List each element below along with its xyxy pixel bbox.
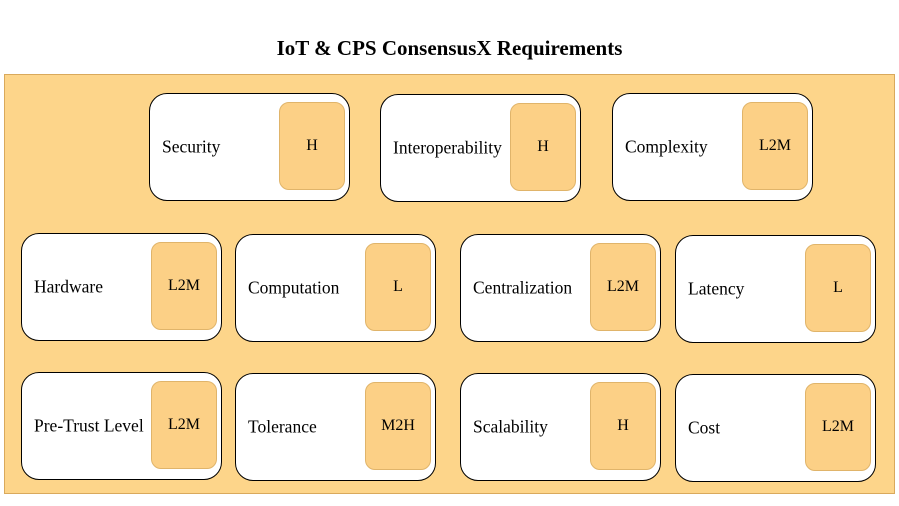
- requirement-label: Interoperability: [393, 137, 502, 158]
- requirement-label: Complexity: [625, 136, 708, 157]
- requirement-label: Tolerance: [248, 416, 317, 437]
- requirement-card-cost: Cost L2M: [675, 374, 876, 482]
- requirement-level-badge: L2M: [742, 102, 808, 190]
- requirement-level-badge: H: [590, 382, 656, 470]
- requirement-level-badge: M2H: [365, 382, 431, 470]
- requirement-level-badge: L2M: [151, 242, 217, 330]
- requirement-label: Cost: [688, 417, 721, 438]
- requirement-level-badge: H: [510, 103, 576, 191]
- requirement-card-centralization: Centralization L2M: [460, 234, 661, 342]
- requirement-level-badge: L: [805, 244, 871, 332]
- requirement-card-scalability: Scalability H: [460, 373, 661, 481]
- requirement-card-complexity: Complexity L2M: [612, 93, 813, 201]
- requirement-label: Latency: [688, 278, 745, 299]
- requirement-label: Pre-Trust Level: [34, 415, 144, 436]
- requirement-card-pre-trust-level: Pre-Trust Level L2M: [21, 372, 222, 480]
- requirement-label: Hardware: [34, 276, 103, 297]
- requirement-level-badge: L: [365, 243, 431, 331]
- requirement-card-interoperability: Interoperability H: [380, 94, 581, 202]
- requirement-label: Security: [162, 136, 221, 157]
- diagram-title: IoT & CPS ConsensusX Requirements: [276, 36, 623, 60]
- requirement-card-security: Security H: [149, 93, 350, 201]
- requirement-label: Scalability: [473, 416, 548, 437]
- requirement-level-badge: H: [279, 102, 345, 190]
- requirement-card-computation: Computation L: [235, 234, 436, 342]
- requirement-card-tolerance: Tolerance M2H: [235, 373, 436, 481]
- requirement-level-badge: L2M: [151, 381, 217, 469]
- requirement-level-badge: L2M: [590, 243, 656, 331]
- requirement-card-hardware: Hardware L2M: [21, 233, 222, 341]
- requirement-label: Centralization: [473, 277, 573, 298]
- requirement-level-badge: L2M: [805, 383, 871, 471]
- requirement-label: Computation: [248, 277, 340, 298]
- requirement-card-latency: Latency L: [675, 235, 876, 343]
